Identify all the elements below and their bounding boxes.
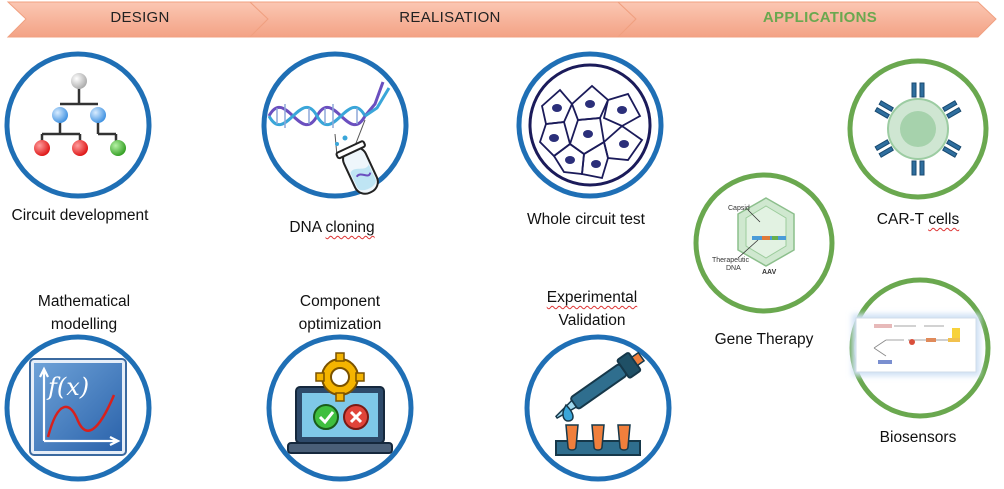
dna-cloning-squiggle: cloning bbox=[325, 219, 375, 236]
math-modelling-icon: f(x) bbox=[4, 334, 152, 482]
circuit-development-icon bbox=[4, 51, 152, 199]
whole-circuit-test-label: Whole circuit test bbox=[526, 211, 645, 228]
whole-circuit-test-icon bbox=[516, 51, 664, 199]
car-t-cells-label: CAR-T cells bbox=[856, 208, 980, 231]
dna-cloning-label: DNA cloning bbox=[262, 216, 402, 239]
biosensors-icon bbox=[849, 277, 991, 419]
aav-label: AAV bbox=[762, 269, 777, 276]
car-t-cells-icon bbox=[847, 58, 989, 200]
car-t-cells-squiggle: cells bbox=[928, 211, 960, 228]
stage-realisation-label: REALISATION bbox=[399, 9, 501, 26]
therapeutic-dna-label-1: Therapeutic bbox=[712, 257, 749, 264]
experimental-validation-line1: Experimental bbox=[546, 289, 638, 306]
component-optimization-icon bbox=[266, 334, 414, 482]
gene-therapy-label: Gene Therapy bbox=[714, 331, 814, 348]
applications-arrow bbox=[616, 1, 997, 38]
dna-cloning-icon bbox=[261, 51, 409, 199]
dna-cloning-text: DNA cloning bbox=[289, 219, 375, 236]
experimental-validation-icon bbox=[524, 334, 672, 482]
circuit-development-label: Circuit development bbox=[11, 207, 149, 224]
capsid-label: Capsid bbox=[728, 205, 750, 212]
car-t-cells-text: CAR-T cells bbox=[877, 211, 959, 228]
mathematical-modelling-label: Mathematical modelling bbox=[37, 293, 131, 333]
stage-applications-label: APPLICATIONS bbox=[762, 9, 878, 26]
formula-text: f(x) bbox=[46, 373, 89, 401]
experimental-validation-label: Experimental Validation bbox=[522, 286, 662, 332]
process-arrows bbox=[6, 1, 997, 38]
gene-therapy-icon: Capsid Therapeutic DNA AAV bbox=[693, 172, 835, 314]
car-t-cells-text-value: CAR-T cells bbox=[876, 211, 960, 228]
therapeutic-dna-label-2: DNA bbox=[726, 265, 741, 272]
experimental-validation-line2: Validation bbox=[558, 312, 626, 329]
stage-design-label: DESIGN bbox=[110, 9, 170, 26]
biosensors-label: Biosensors bbox=[879, 429, 957, 446]
component-optimization-label: Component optimization bbox=[298, 293, 382, 333]
